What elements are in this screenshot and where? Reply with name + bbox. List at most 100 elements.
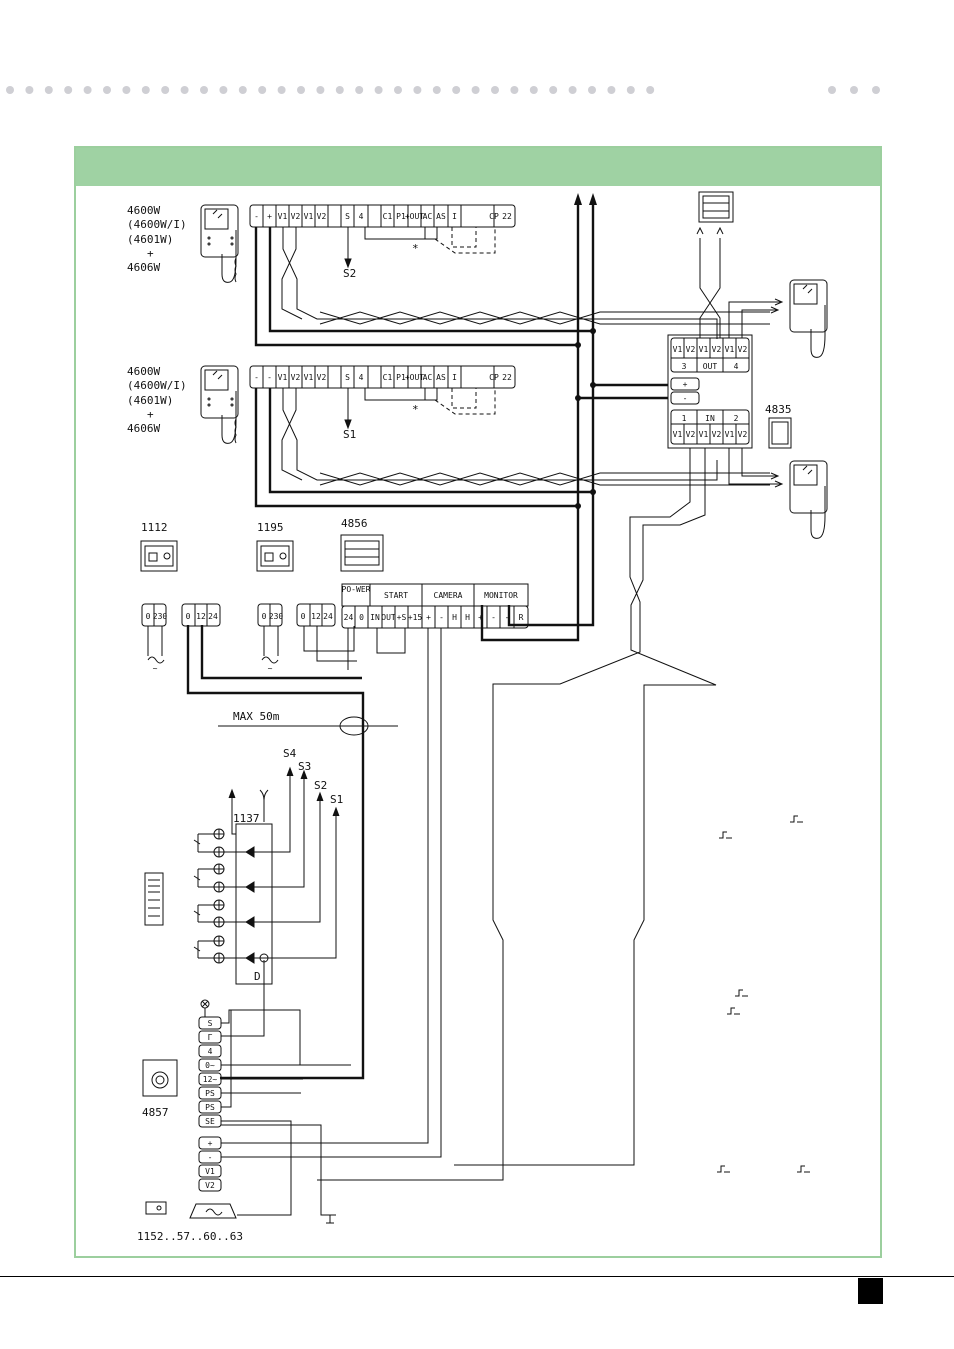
header-dot [103, 86, 111, 94]
header-dot [626, 86, 635, 94]
doorstation-4857-label: 4857 [142, 1106, 169, 1119]
header-dot [646, 86, 655, 94]
header-dot [872, 86, 880, 94]
controller-4856-terminals [341, 583, 529, 629]
terminal-label: V2 [291, 212, 301, 221]
terminal-label: CP [489, 212, 499, 221]
controller-terminal-label: R [519, 613, 524, 622]
terminal-label: P1 [396, 212, 406, 221]
monitor-icon [789, 460, 828, 539]
header-dot [200, 86, 208, 94]
doorstation-terminal-label: 4 [208, 1047, 213, 1056]
header-dot [141, 86, 150, 94]
header-dot [850, 86, 858, 94]
distributor-terminal-label: V2 [686, 430, 696, 439]
psu-terminal-label: 12 [311, 612, 321, 621]
terminal-label: 4 [359, 212, 364, 221]
header-dot [828, 86, 836, 94]
distributor-terminal-label: 2 [734, 414, 739, 423]
unit-label-line: 4600W [127, 365, 160, 378]
controller-terminal-label: - [439, 613, 444, 622]
unit-label-line: 4600W [127, 204, 160, 217]
signal-label: S4 [283, 747, 297, 760]
doorstation-terminal-label: + [208, 1139, 213, 1148]
signal-label: S1 [330, 793, 343, 806]
distributor-terminal-label: 1 [682, 414, 687, 423]
distributor-terminal-label: V1 [673, 345, 683, 354]
distributor-terminal-label: V1 [725, 345, 735, 354]
header-dot [238, 86, 247, 94]
controller-terminal-label: 24 [344, 613, 354, 622]
header-dot [452, 86, 461, 94]
psu-terminal-label: 24 [208, 612, 218, 621]
controller-terminal-label: +S [397, 613, 407, 622]
monitor-icon [789, 279, 828, 358]
terminal-label: S [345, 212, 350, 221]
header-dot [568, 86, 577, 94]
header-dot [122, 86, 131, 94]
doorstation-terminal-label: V1 [205, 1167, 215, 1176]
terminal-label: AC [423, 212, 433, 221]
psu-1195-label: 1195 [257, 521, 284, 534]
terminal-label: V1 [304, 212, 314, 221]
terminal-label: V2 [317, 373, 327, 382]
header-dot [471, 86, 480, 94]
psu-terminal-label: 230 [153, 612, 168, 621]
header-dot [510, 86, 519, 94]
terminal-label: +OUT [405, 373, 424, 382]
panel-header-bar [76, 148, 880, 186]
signal-label: S2 [314, 779, 327, 792]
distributor-terminal-label: V2 [686, 345, 696, 354]
header-dot [607, 86, 616, 94]
controller-terminal-label: + [426, 613, 431, 622]
psu-terminal-label: 0 [186, 612, 191, 621]
terminal-label: P1 [396, 373, 406, 382]
terminal-label: +OUT [405, 212, 424, 221]
unit-label-line: + [147, 408, 154, 421]
terminal-label: V1 [278, 212, 288, 221]
distributor-terminal-label: V1 [699, 345, 709, 354]
controller-terminal-label: H [465, 613, 470, 622]
controller-terminal-label: + [478, 613, 483, 622]
terminal-label: I [452, 212, 457, 221]
diode-d-label: D [254, 970, 261, 983]
distributor-terminal-label: - [683, 394, 688, 403]
ac-symbol: ~ [153, 664, 158, 673]
header-dot [83, 86, 92, 94]
distributor-terminal-label: V2 [712, 430, 722, 439]
terminal-label: AS [436, 212, 446, 221]
unit-label-line: (4600W/I) [127, 218, 187, 231]
footer-rule [0, 1276, 954, 1277]
terminal-label: + [267, 212, 272, 221]
doorstation-terminal-label: SE [205, 1117, 215, 1126]
psu-1195-icon [256, 540, 294, 572]
pushbutton-panel-icon [144, 872, 164, 926]
header-dot [316, 86, 325, 94]
header-dot [529, 86, 538, 94]
distributor-terminal-label: IN [705, 414, 715, 423]
unit-label-line: 4606W [127, 261, 160, 274]
header-dot [25, 86, 34, 94]
header-dot [219, 86, 228, 94]
distributor-4835-icon [768, 417, 792, 449]
header-dot [44, 86, 53, 94]
header-dot [588, 86, 596, 94]
signal-label: S3 [298, 760, 311, 773]
unit-label-line: 4606W [127, 422, 160, 435]
psu-terminal-label: 24 [323, 612, 333, 621]
psu-terminal-label: 0 [301, 612, 306, 621]
header-dot [277, 86, 286, 94]
doorstation-terminal-label: PS [205, 1103, 215, 1112]
distributor-terminal-label: OUT [703, 362, 718, 371]
terminal-label: AC [423, 373, 433, 382]
lock-icon [145, 1201, 167, 1215]
controller-group-start: START [384, 591, 408, 600]
psu-1112-label: 1112 [141, 521, 168, 534]
distributor-terminal-label: + [683, 380, 688, 389]
controller-group-monitor: MONITOR [484, 591, 518, 600]
header-dot [549, 86, 558, 94]
controller-terminal-label: - [505, 613, 510, 622]
unit-label-line: (4600W/I) [127, 379, 187, 392]
max-cable-label: MAX 50m [233, 710, 280, 723]
